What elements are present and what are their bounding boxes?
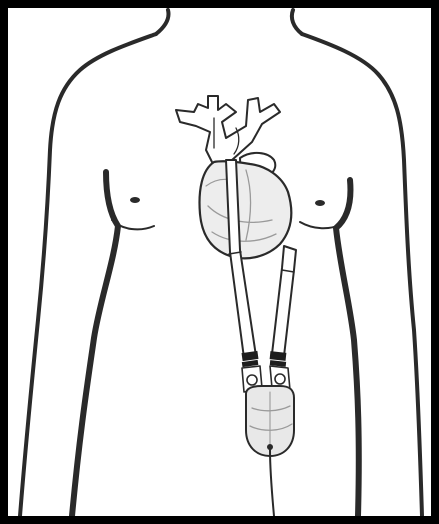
left-shoulder-arm-outer <box>20 34 156 516</box>
outflow-connector <box>270 351 290 390</box>
outflow-connector-port <box>275 374 285 384</box>
driveline <box>270 450 274 516</box>
outflow-cannula-tube <box>272 246 296 356</box>
right-nipple <box>315 200 325 206</box>
outflow-connector-band-top <box>270 351 287 361</box>
left-armpit-inner <box>72 172 118 516</box>
illustration-svg <box>8 8 431 516</box>
inflow-connector-port <box>247 375 257 385</box>
illustration-canvas <box>8 8 431 516</box>
pump <box>246 386 294 456</box>
neck-left <box>156 10 169 34</box>
right-armpit-inner <box>336 180 359 516</box>
heart <box>200 161 292 258</box>
neck-right <box>292 10 302 34</box>
outflow-cannula <box>270 246 296 390</box>
left-nipple <box>130 197 140 203</box>
body-outline <box>20 10 422 516</box>
right-shoulder-arm-outer <box>302 34 422 516</box>
